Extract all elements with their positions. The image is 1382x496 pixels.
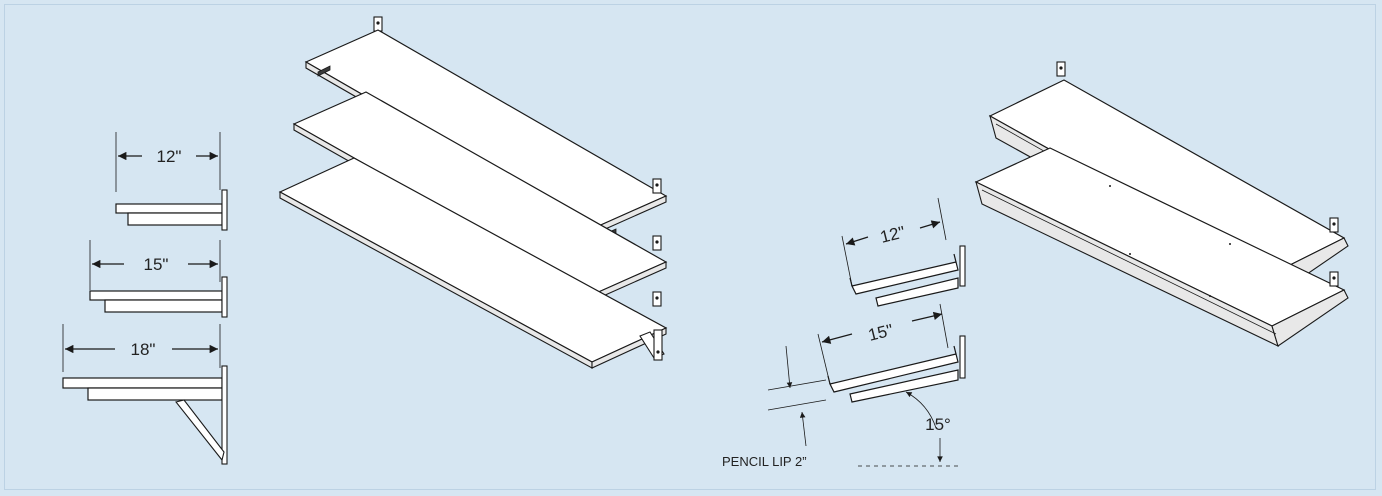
right-profile-12in: 12" [841,197,966,307]
pencil-lip-label: PENCIL LIP 2” [722,454,807,469]
pencil-lip-annotation: PENCIL LIP 2” [722,345,962,469]
dim-label-left-18: 18" [131,340,156,359]
dim-label-left-15: 15" [144,255,169,274]
dim-label-angle: 15° [925,415,951,434]
left-profile-18in: 18" [62,324,228,465]
iso-three-shelf-unit [278,16,668,369]
right-profile-15in: 15" 15° [817,303,966,463]
dim-label-right-15: 15" [866,320,895,344]
iso-two-shelf-unit [974,61,1349,348]
dim-label-left-12: 12" [157,147,182,166]
left-profile-15in: 15" [89,240,228,318]
dim-label-right-12: 12" [878,222,907,246]
left-profile-12in: 12" [115,132,228,231]
